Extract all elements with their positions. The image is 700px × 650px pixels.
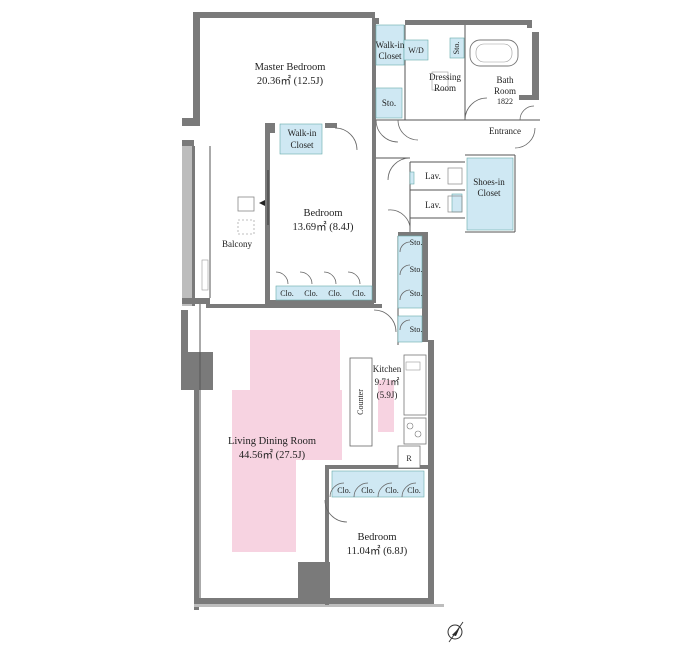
sto-3-label: Sto.: [410, 289, 423, 298]
ldk-name: Living Dining Room: [228, 436, 316, 447]
walkin-closet-2-line1: Walk-in: [288, 128, 317, 138]
bedroom-2-area: 11.04㎡ (6.8J): [347, 545, 408, 557]
clo-8-label: Clo.: [407, 486, 421, 495]
lav-1-label: Lav.: [425, 171, 441, 181]
kitchen-name: Kitchen: [373, 364, 402, 374]
lav-2-label: Lav.: [425, 200, 441, 210]
clo-1-label: Clo.: [280, 289, 294, 298]
master-bedroom-name: Master Bedroom: [255, 62, 326, 73]
dressing-line1: Dressing: [429, 72, 461, 82]
bath-size: 1822: [497, 97, 513, 106]
walkin-closet-1-line2: Closet: [378, 51, 402, 61]
shoes-closet-line2: Closet: [477, 188, 501, 198]
sto-master-label: Sto.: [382, 98, 396, 108]
sto-1-label: Sto.: [410, 238, 423, 247]
bedroom-2-name: Bedroom: [357, 532, 396, 543]
door-swings: [275, 97, 536, 523]
exterior-walls: [181, 12, 539, 610]
kitchen-fixtures: [349, 354, 427, 469]
ldk-highlight: [232, 330, 394, 552]
walkin-closet-2-line2: Closet: [290, 140, 314, 150]
bath-line1: Bath: [497, 75, 514, 85]
balcony-details: [201, 170, 269, 291]
wd-label: W/D: [408, 46, 424, 55]
entrance-label: Entrance: [489, 126, 521, 136]
bedroom-1-area: 13.69㎡ (8.4J): [293, 221, 354, 233]
fridge-label: R: [406, 454, 412, 463]
bedroom-1-name: Bedroom: [303, 208, 342, 219]
bath-fixtures: [431, 39, 519, 213]
walkin-closet-1-line1: Walk-in: [376, 40, 405, 50]
compass-north-icon: [447, 621, 464, 643]
clo-2-label: Clo.: [304, 289, 318, 298]
clo-6-label: Clo.: [361, 486, 375, 495]
sto-2-label: Sto.: [410, 265, 423, 274]
bath-line2: Room: [494, 86, 516, 96]
balcony-label: Balcony: [222, 239, 252, 249]
master-bedroom-area: 20.36㎡ (12.5J): [257, 75, 324, 87]
sto-4-label: Sto.: [410, 325, 423, 334]
clo-7-label: Clo.: [385, 486, 399, 495]
clo-5-label: Clo.: [337, 486, 351, 495]
sto-bath-label: Sto.: [452, 42, 461, 55]
clo-3-label: Clo.: [328, 289, 342, 298]
kitchen-area-sqm: 9.71㎡: [375, 377, 400, 387]
shoes-closet-line1: Shoes-in: [473, 177, 505, 187]
ldk-area: 44.56㎡ (27.5J): [239, 449, 306, 461]
clo-4-label: Clo.: [352, 289, 366, 298]
storage-areas: [275, 24, 514, 498]
counter-label: Counter: [356, 389, 365, 415]
room-labels: Master Bedroom 20.36㎡ (12.5J) Bedroom 13…: [222, 40, 521, 557]
kitchen-area-j: (5.9J): [377, 390, 398, 400]
dressing-line2: Room: [434, 83, 456, 93]
